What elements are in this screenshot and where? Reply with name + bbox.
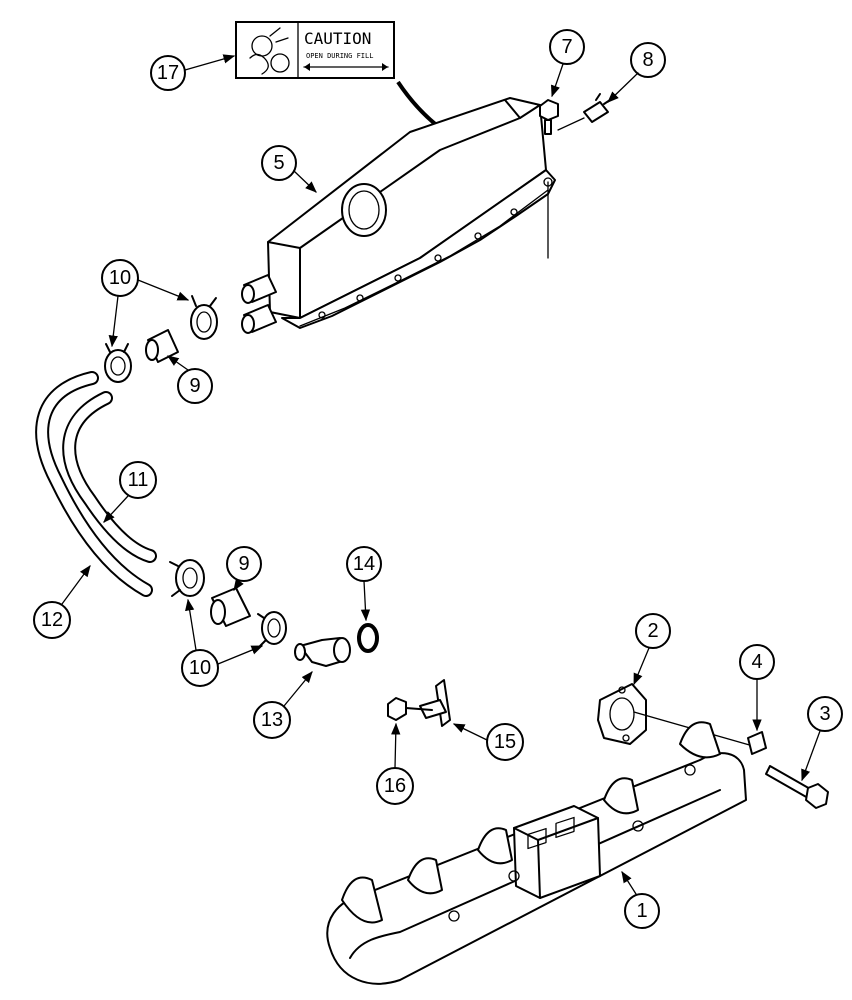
callout-16-label: 16	[384, 775, 406, 797]
callout-2: 2	[633, 613, 671, 686]
callout-5-label: 5	[273, 152, 284, 174]
callout-4-label: 4	[751, 651, 762, 673]
callout-4: 4	[739, 644, 775, 732]
callout-17-label: 17	[157, 62, 179, 84]
callout-3: 3	[801, 696, 843, 782]
callout-14: 14	[346, 546, 382, 622]
clamp-lower-a	[169, 559, 205, 597]
caution-decal: CAUTION OPEN DURING FILL	[235, 21, 395, 79]
elbow-13	[294, 637, 351, 667]
decal-sub-text: OPEN DURING FILL	[306, 52, 373, 60]
clamp-upper-a	[190, 295, 218, 340]
callout-1: 1	[621, 871, 660, 929]
fitting-8	[557, 93, 611, 131]
callout-17: 17	[150, 54, 236, 91]
callout-11-label: 11	[128, 469, 149, 491]
bracket-15	[419, 679, 451, 727]
callout-9-lower: 9	[226, 546, 262, 591]
callout-7: 7	[549, 29, 585, 98]
callout-8-label: 8	[642, 49, 653, 71]
callout-3-label: 3	[819, 703, 830, 725]
clamp-lower-b	[257, 611, 287, 647]
o-ring-14	[357, 623, 379, 653]
callout-5: 5	[261, 145, 317, 193]
callout-9-lower-label: 9	[238, 553, 249, 575]
gasket-2	[597, 683, 647, 745]
callout-12-label: 12	[41, 609, 63, 631]
callout-10-lower: 10	[181, 598, 264, 687]
tube-12	[35, 371, 153, 597]
top-tank	[241, 97, 556, 334]
callout-10-lower-label: 10	[189, 657, 211, 679]
tube-11	[62, 391, 157, 563]
decal-pictogram-icon	[249, 27, 290, 75]
decal-double-arrow-icon	[303, 63, 389, 71]
callout-1-label: 1	[636, 900, 647, 922]
callout-9-upper-label: 9	[189, 375, 200, 397]
callout-9-upper: 9	[167, 355, 213, 404]
callout-15: 15	[452, 723, 524, 761]
callout-13-label: 13	[261, 709, 283, 731]
callout-15-label: 15	[494, 731, 516, 753]
exhaust-manifold-1	[326, 721, 747, 985]
callout-11: 11	[103, 461, 157, 523]
callout-13: 13	[253, 671, 313, 739]
callout-7-label: 7	[561, 36, 572, 58]
callout-10-upper: 10	[101, 259, 190, 348]
clamp-upper-b	[104, 343, 132, 383]
hose-upper	[145, 329, 179, 363]
callout-16: 16	[376, 722, 414, 805]
bolt-16	[387, 697, 433, 721]
callout-2-label: 2	[647, 620, 658, 642]
bolt-7	[539, 99, 559, 135]
decal-caution-text: CAUTION	[304, 29, 371, 48]
capscrew-3	[765, 765, 829, 809]
callout-10-upper-label: 10	[109, 267, 131, 289]
spacer-4	[747, 731, 767, 755]
hose-lower	[210, 587, 251, 627]
callout-12: 12	[33, 565, 91, 639]
callout-8: 8	[607, 42, 666, 103]
callout-14-label: 14	[353, 553, 375, 575]
